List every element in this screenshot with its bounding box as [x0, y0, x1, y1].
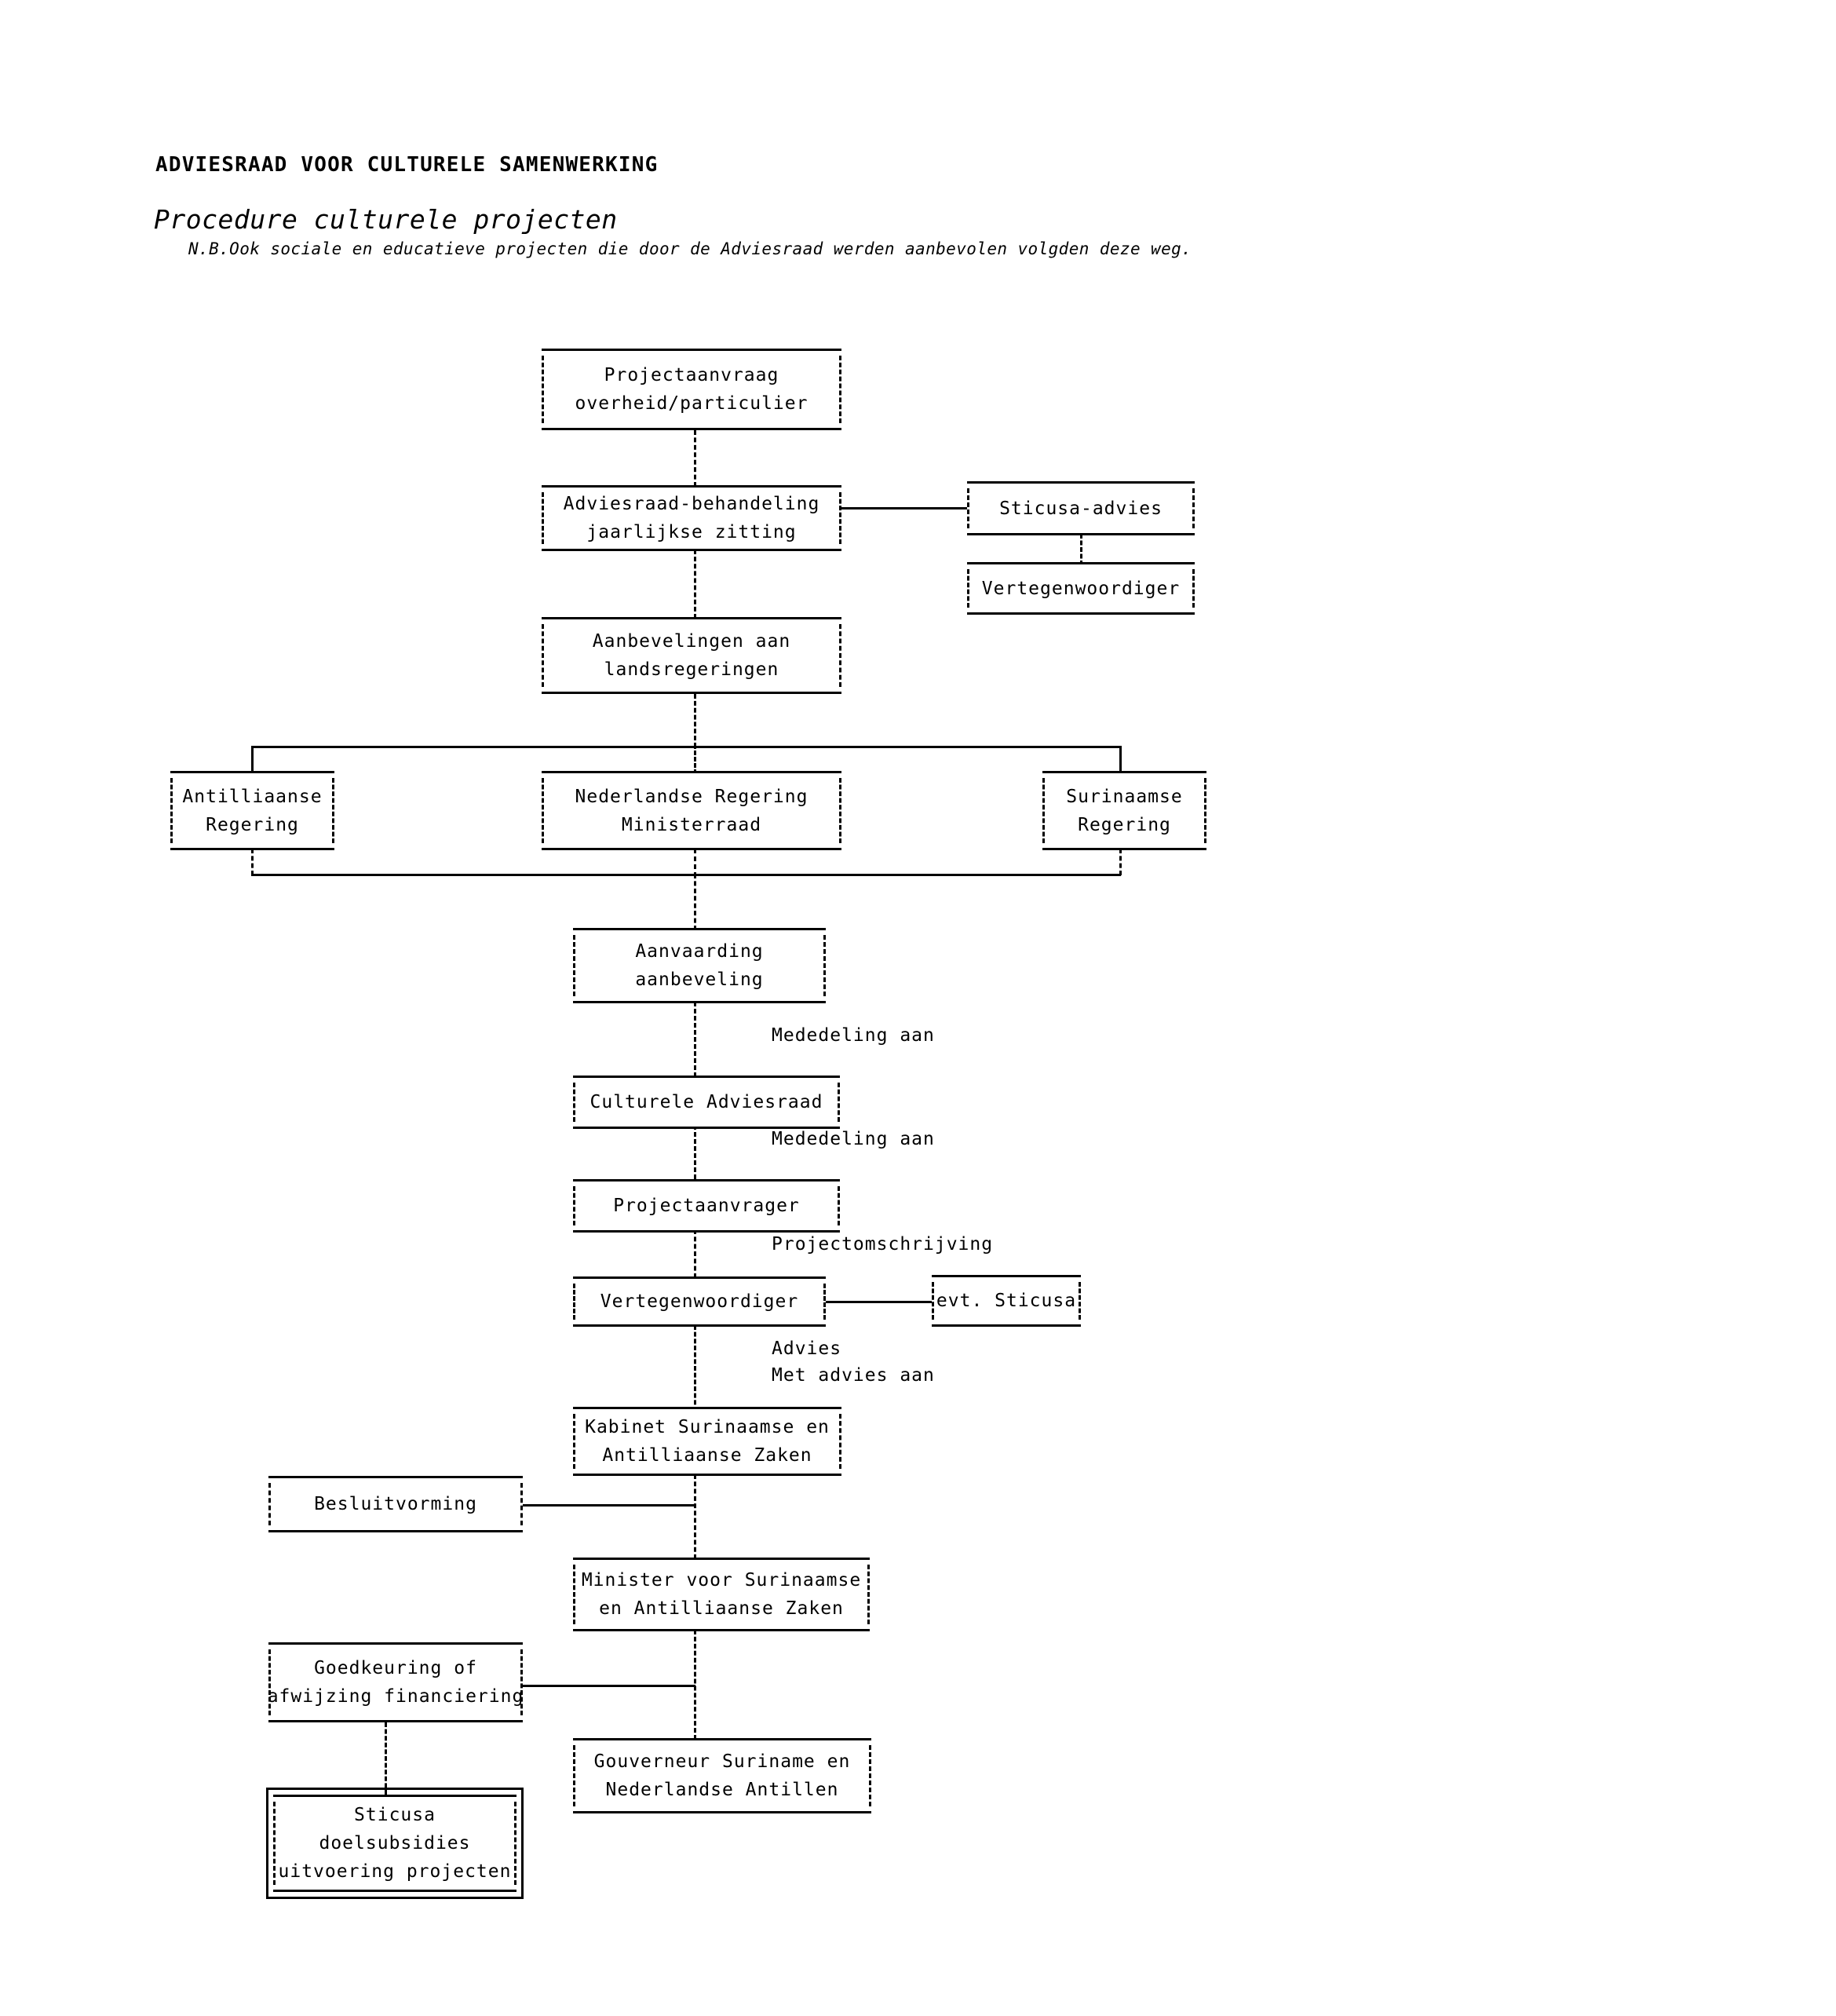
node-gouverneur-line-2: Nederlandse Antillen — [605, 1780, 839, 1800]
node-vertegenwoordiger-mid[interactable]: Vertegenwoordiger — [573, 1276, 826, 1327]
node-vertegenwoordiger-mid-line-1: Vertegenwoordiger — [600, 1291, 799, 1312]
node-surinaamse-regering[interactable]: Surinaamse Regering — [1042, 771, 1206, 850]
node-antilliaanse-regering-line-1: Antilliaanse — [182, 786, 323, 807]
node-evt-sticusa[interactable]: evt. Sticusa — [932, 1275, 1081, 1327]
node-aanbevelingen-line-1: Aanbevelingen aan — [592, 631, 791, 652]
node-goedkeuring[interactable]: Goedkeuring of afwijzing financiering — [268, 1642, 523, 1722]
connector-vertegenwoordiger-to-kabinet — [694, 1325, 696, 1412]
node-projectaanvrager-line-1: Projectaanvrager — [613, 1196, 800, 1216]
node-nederlandse-regering-line-2: Ministerraad — [621, 814, 762, 835]
node-aanvaarding-line-2: aanbeveling — [635, 970, 764, 990]
edge-label-advies: Advies — [772, 1339, 842, 1359]
node-surinaamse-regering-line-1: Surinaamse — [1066, 786, 1183, 807]
node-vertegenwoordiger-top[interactable]: Vertegenwoordiger — [967, 562, 1195, 615]
leader-antilliaanse-bottom — [251, 849, 254, 875]
connector-besluitvorming-to-spine — [523, 1504, 695, 1507]
connector-center-through-bracket-bottom — [694, 849, 696, 877]
leader-antilliaanse-top — [251, 746, 254, 772]
node-besluitvorming[interactable]: Besluitvorming — [268, 1476, 523, 1532]
connector-bracket-to-aanvaarding — [694, 874, 696, 930]
connector-adviesraad-to-sticusa — [838, 507, 969, 509]
node-goedkeuring-line-1: Goedkeuring of — [314, 1658, 477, 1678]
node-sticusa-doelsubsidies[interactable]: Sticusa doelsubsidies uitvoering project… — [266, 1788, 524, 1899]
bracket-governments-top — [251, 746, 1121, 748]
leader-surinaamse-top — [1119, 746, 1122, 772]
node-besluitvorming-line-1: Besluitvorming — [314, 1494, 477, 1514]
bracket-governments-bottom — [251, 874, 1121, 876]
node-nederlandse-regering[interactable]: Nederlandse Regering Ministerraad — [542, 771, 841, 850]
node-culturele-adviesraad[interactable]: Culturele Adviesraad — [573, 1076, 840, 1129]
node-sticusa-advies[interactable]: Sticusa-advies — [967, 481, 1195, 535]
document-subtitle: Procedure culturele projecten — [154, 204, 618, 235]
edge-label-mededeling-aan-1: Mededeling aan — [772, 1025, 935, 1046]
node-projectaanvraag[interactable]: Projectaanvraag overheid/particulier — [542, 349, 841, 430]
connector-center-through-bracket-top — [694, 744, 696, 774]
node-antilliaanse-regering[interactable]: Antilliaanse Regering — [170, 771, 334, 850]
node-kabinet-line-1: Kabinet Surinaamse en — [585, 1417, 830, 1437]
edge-label-projectomschrijving: Projectomschrijving — [772, 1234, 994, 1255]
node-aanbevelingen[interactable]: Aanbevelingen aan landsregeringen — [542, 617, 841, 694]
leader-surinaamse-bottom — [1119, 849, 1122, 875]
edge-label-met-advies-aan: Met advies aan — [772, 1365, 935, 1386]
node-aanvaarding-line-1: Aanvaarding — [635, 941, 764, 962]
node-adviesraad-behandeling-line-2: jaarlijkse zitting — [586, 522, 797, 542]
node-sticusa-doelsubsidies-line-2: doelsubsidies — [319, 1833, 471, 1853]
connector-goedkeuring-to-spine — [523, 1685, 695, 1687]
node-minister[interactable]: Minister voor Surinaamse en Antilliaanse… — [573, 1558, 870, 1631]
node-vertegenwoordiger-top-line-1: Vertegenwoordiger — [981, 578, 1181, 599]
node-nederlandse-regering-line-1: Nederlandse Regering — [575, 786, 808, 807]
node-goedkeuring-line-2: afwijzing financiering — [267, 1686, 524, 1707]
node-kabinet[interactable]: Kabinet Surinaamse en Antilliaanse Zaken — [573, 1407, 841, 1476]
node-adviesraad-behandeling[interactable]: Adviesraad-behandeling jaarlijkse zittin… — [542, 485, 841, 551]
node-surinaamse-regering-line-2: Regering — [1078, 814, 1171, 835]
connector-kabinet-to-minister — [694, 1474, 696, 1559]
connector-projectaanvraag-to-adviesraad — [694, 430, 696, 487]
connector-projectaanvrager-to-vertegenwoordiger — [694, 1207, 696, 1278]
node-antilliaanse-regering-line-2: Regering — [206, 814, 299, 835]
connector-aanbevelingen-down — [694, 694, 696, 747]
connector-vertegenwoordiger-to-evt-sticusa — [826, 1301, 933, 1303]
node-evt-sticusa-line-1: evt. Sticusa — [936, 1291, 1077, 1311]
edge-label-mededeling-aan-2: Mededeling aan — [772, 1129, 935, 1149]
node-minister-line-2: en Antilliaanse Zaken — [599, 1598, 844, 1619]
connector-goedkeuring-to-sticusa-doelsubsidies — [385, 1722, 387, 1795]
node-aanvaarding[interactable]: Aanvaarding aanbeveling — [573, 928, 826, 1003]
node-sticusa-doelsubsidies-line-3: uitvoering projecten — [278, 1861, 512, 1882]
node-kabinet-line-2: Antilliaanse Zaken — [602, 1445, 812, 1466]
node-gouverneur-line-1: Gouverneur Suriname en — [593, 1751, 851, 1772]
node-projectaanvrager[interactable]: Projectaanvrager — [573, 1179, 840, 1233]
node-gouverneur[interactable]: Gouverneur Suriname en Nederlandse Antil… — [573, 1738, 871, 1813]
connector-aanvaarding-to-culturele-adviesraad — [694, 1002, 696, 1077]
document-title: ADVIESRAAD VOOR CULTURELE SAMENWERKING — [155, 153, 659, 177]
node-projectaanvraag-line-2: overheid/particulier — [575, 393, 808, 414]
node-sticusa-advies-line-1: Sticusa-advies — [999, 498, 1163, 519]
node-sticusa-doelsubsidies-line-1: Sticusa — [354, 1805, 436, 1825]
connector-culturele-adviesraad-to-projectaanvrager — [694, 1104, 696, 1179]
node-aanbevelingen-line-2: landsregeringen — [604, 659, 779, 680]
node-culturele-adviesraad-line-1: Culturele Adviesraad — [589, 1092, 823, 1112]
document-note: N.B.Ook sociale en educatieve projecten … — [188, 239, 1192, 258]
node-projectaanvraag-line-1: Projectaanvraag — [604, 365, 779, 385]
node-minister-line-1: Minister voor Surinaamse — [581, 1570, 862, 1591]
connector-adviesraad-to-aanbevelingen — [694, 550, 696, 619]
connector-sticusa-to-vertegenwoordiger — [1080, 534, 1082, 565]
node-adviesraad-behandeling-line-1: Adviesraad-behandeling — [563, 494, 820, 514]
